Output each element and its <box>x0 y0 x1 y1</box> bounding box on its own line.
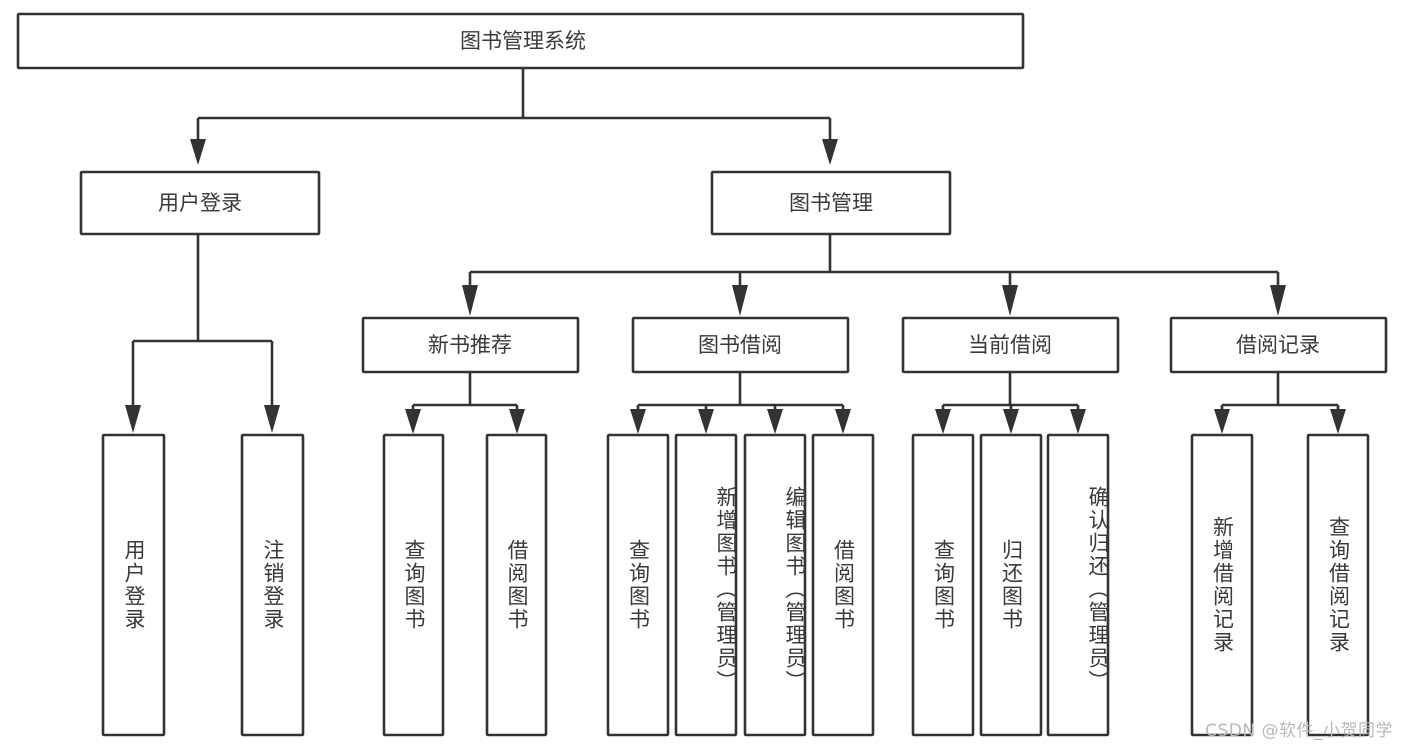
node-box-user-login[interactable] <box>79 170 321 236</box>
node-label-new-book-recommend: 新书推荐 <box>428 333 512 357</box>
node-label-book-manage: 图书管理 <box>789 191 873 215</box>
node-box-leaf-query-record[interactable] <box>1306 433 1370 737</box>
connector-layer <box>125 68 1346 434</box>
arrow-leaf-logout-login <box>264 405 280 433</box>
arrow-to-current-borrow <box>1002 285 1018 316</box>
node-box-layer: 图书管理系统 用户登录 图书管理 新书推荐 图书借阅 当前借阅 借阅记录 <box>16 12 1388 737</box>
node-box-leaf-confirm-return[interactable] <box>1046 433 1110 737</box>
node-box-leaf-query-book-1[interactable] <box>382 433 445 737</box>
node-box-leaf-user-login[interactable] <box>101 433 166 737</box>
arrow-leaf-add-book <box>698 409 714 434</box>
arrow-to-book-manage <box>822 139 838 165</box>
arrow-leaf-edit-book <box>767 409 783 434</box>
node-box-current-borrow[interactable] <box>901 316 1120 374</box>
arrow-leaf-borrow-book-2 <box>835 409 851 434</box>
arrow-leaf-query-book-1 <box>405 409 421 434</box>
arrow-leaf-query-book-3 <box>935 409 951 434</box>
node-box-leaf-return-book[interactable] <box>979 433 1043 737</box>
node-box-leaf-logout-login[interactable] <box>240 433 305 737</box>
node-box-leaf-borrow-book-1[interactable] <box>485 433 548 737</box>
arrow-leaf-return-book <box>1003 409 1019 434</box>
node-label-current-borrow: 当前借阅 <box>968 333 1052 357</box>
node-box-leaf-add-book[interactable] <box>674 433 738 737</box>
node-box-borrow-record[interactable] <box>1169 316 1388 374</box>
node-box-leaf-add-record[interactable] <box>1190 433 1254 737</box>
node-box-root[interactable] <box>16 12 1025 70</box>
arrow-leaf-add-record <box>1214 409 1230 434</box>
node-box-leaf-edit-book[interactable] <box>743 433 807 737</box>
node-label-root: 图书管理系统 <box>460 29 586 53</box>
node-box-leaf-query-book-2[interactable] <box>606 433 670 737</box>
csdn-watermark: CSDN @软件_小贺同学 <box>1205 721 1393 741</box>
arrow-leaf-query-book-2 <box>630 409 646 434</box>
node-label-borrow-record: 借阅记录 <box>1236 333 1320 357</box>
node-label-user-login: 用户登录 <box>158 191 242 215</box>
node-box-book-manage[interactable] <box>710 170 952 236</box>
arrow-leaf-user-login <box>125 405 141 433</box>
arrow-to-user-login <box>190 139 206 165</box>
arrow-to-book-borrow <box>732 285 748 316</box>
arrow-leaf-borrow-book-1 <box>509 409 525 434</box>
node-label-book-borrow: 图书借阅 <box>698 333 782 357</box>
node-box-leaf-query-book-3[interactable] <box>911 433 975 737</box>
arrow-leaf-query-record <box>1330 409 1346 434</box>
arrow-leaf-confirm-return <box>1070 409 1086 434</box>
node-box-leaf-borrow-book-2[interactable] <box>811 433 875 737</box>
node-box-new-book-recommend[interactable] <box>361 316 580 374</box>
node-box-book-borrow[interactable] <box>631 316 850 374</box>
arrow-to-borrow-record <box>1270 285 1286 316</box>
arrow-to-new-book-recommend <box>462 285 478 316</box>
